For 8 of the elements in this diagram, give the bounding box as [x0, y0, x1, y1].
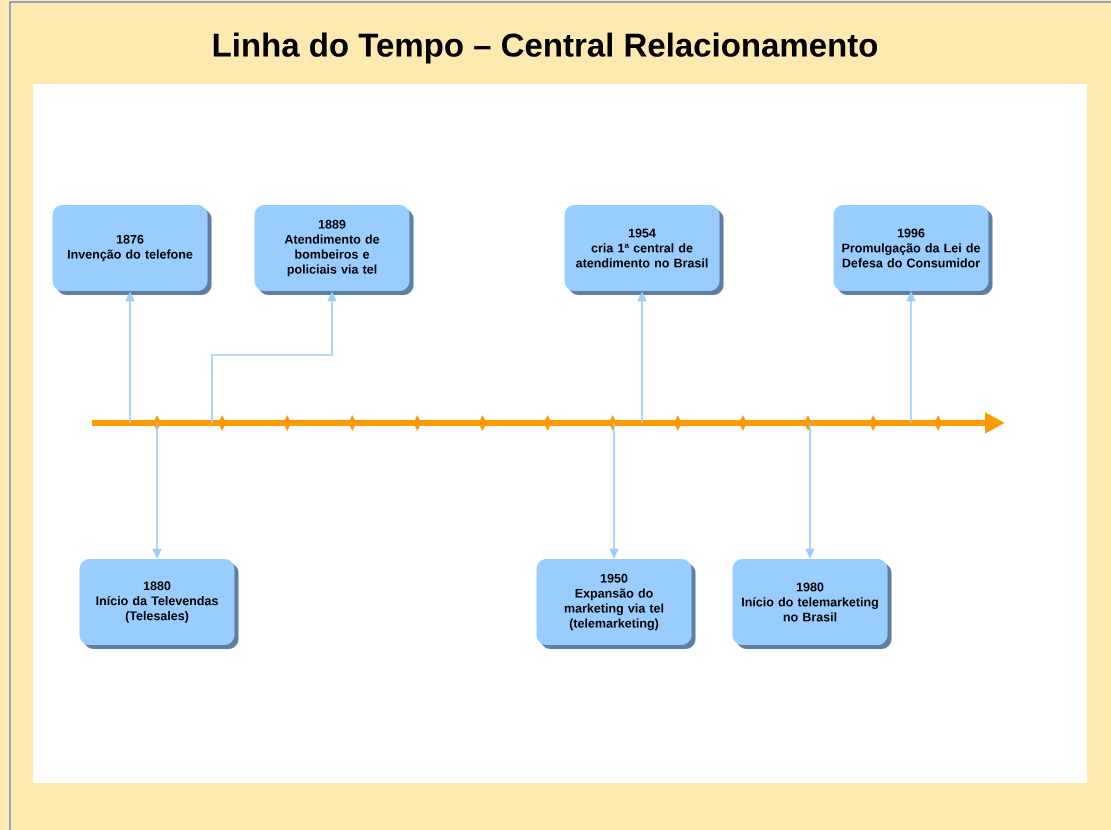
event-box: 1996 Promulgação da Lei de Defesa do Consumidor [833, 205, 993, 295]
event-box: 1980 Início do telemarketing no Brasil [732, 559, 892, 649]
event-box: 1876 Invenção do telefone [52, 205, 212, 295]
event-box: 1880 Início da Televendas (Telesales) [79, 559, 239, 649]
title: Linha do Tempo – Central Relacionamento [213, 32, 878, 64]
event-box: 1889 Atendimento de bombeiros e policiais via tel [254, 205, 414, 295]
event-box: 1954 cria 1ª central de atendimento no Brasil [564, 205, 724, 295]
event-box: 1950 Expansão do marketing via tel (telemarketing) [536, 559, 696, 649]
